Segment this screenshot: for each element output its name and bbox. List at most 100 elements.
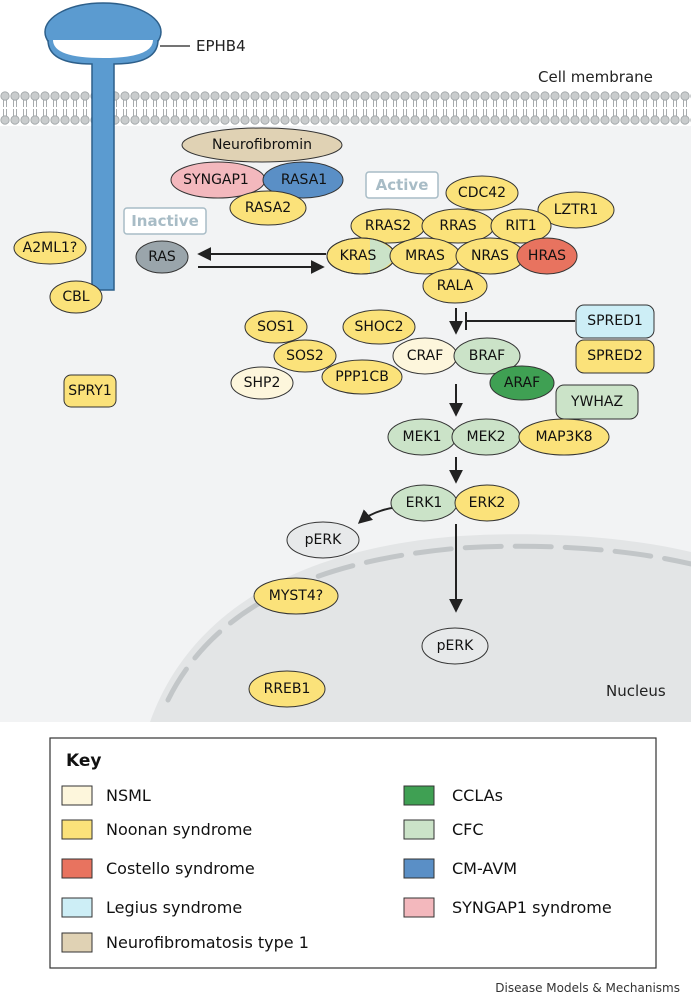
node-braf [453,337,521,375]
nuclear-envelope [165,543,691,703]
key-label-noonan: Noonan syndrome [106,820,252,839]
node-nras-label: NRAS [471,248,509,264]
node-shp2 [230,366,294,400]
node-myst4 [253,577,339,615]
node-spred2 [575,339,655,374]
key-label-cfc: CFC [452,820,484,839]
node-craf-label: CRAF [407,348,444,364]
ephb4-receptor [44,2,190,291]
node-perk-cytoplasm [286,521,360,559]
node-erk2 [454,484,520,522]
node-rasa1 [262,161,344,199]
node-perk-nucleus [421,627,489,665]
node-hras [516,237,578,275]
node-spred1-label: SPRED1 [587,313,643,329]
node-map3k8-label: MAP3K8 [535,429,592,445]
active-state-label: Active [376,176,429,194]
node-cdc42 [445,175,519,211]
node-sos1 [244,310,308,344]
active-state-box [365,171,439,199]
node-ywhaz-label: YWHAZ [570,394,623,410]
key-label-legius: Legius syndrome [106,898,242,917]
node-myst4-label: MYST4? [269,588,323,604]
key-swatch-syngap1 [403,897,435,918]
node-cdc42-label: CDC42 [458,185,506,201]
node-lztr1 [537,191,615,229]
key-label-costello: Costello syndrome [106,859,255,878]
node-a2ml1-label: A2ML1? [23,240,78,256]
membrane-label: Cell membrane [538,68,653,86]
nucleus-label: Nucleus [606,682,666,700]
node-braf-label: BRAF [469,348,505,364]
key-label-nf1: Neurofibromatosis type 1 [106,933,309,952]
key-panel: Key NSML Noonan syndrome Costello syndro… [49,737,657,969]
node-araf-label: ARAF [504,375,540,391]
node-erk1-label: ERK1 [406,495,443,511]
node-ppp1cb-label: PPP1CB [335,369,389,385]
node-syngap1-label: SYNGAP1 [183,172,249,188]
node-shoc2 [342,309,416,345]
node-rreb1 [248,670,326,708]
node-a2ml1 [13,231,87,265]
node-sos2-label: SOS2 [286,348,324,364]
node-map3k8 [518,418,610,456]
node-rala-label: RALA [437,278,474,294]
node-ras [135,240,189,274]
node-rasa1-label: RASA1 [281,172,327,188]
key-label-cmavm: CM-AVM [452,859,517,878]
node-rit1-label: RIT1 [505,218,536,234]
node-hras-label: HRAS [528,248,566,264]
cell-membrane [0,90,691,126]
node-ywhaz [555,384,639,420]
key-label-cclas: CCLAs [452,786,503,805]
node-spred2-label: SPRED2 [587,348,643,364]
node-rasa2-label: RASA2 [245,200,291,216]
key-swatch-noonan [61,819,93,840]
key-title: Key [66,751,102,771]
node-ppp1cb [321,359,403,395]
node-rras2-label: RRAS2 [365,218,411,234]
node-spry1 [63,374,117,408]
node-perk-nucleus-label: pERK [437,638,474,654]
node-neurofibromin [181,127,343,163]
key-label-syngap1: SYNGAP1 syndrome [452,898,612,917]
node-shoc2-label: SHOC2 [354,319,403,335]
ephb4-label: EPHB4 [196,37,246,55]
node-mras-label: MRAS [405,248,445,264]
node-mek1-label: MEK1 [402,429,441,445]
node-rreb1-label: RREB1 [264,681,311,697]
key-swatch-legius [61,897,93,918]
node-perk-cytoplasm-label: pERK [305,532,342,548]
inactive-state-box [123,207,207,235]
node-spry1-label: SPRY1 [68,383,112,399]
node-rasa2 [229,190,307,226]
node-kras-label: KRAS [340,248,377,264]
node-lztr1-label: LZTR1 [554,202,599,218]
key-swatch-cfc [403,819,435,840]
node-sos1-label: SOS1 [257,319,295,335]
key-label-nsml: NSML [106,786,151,805]
node-kras [326,237,396,275]
node-shp2-label: SHP2 [244,375,281,391]
inactive-state-label: Inactive [131,212,199,230]
node-neurofibromin-label: Neurofibromin [212,137,312,153]
node-ras-label: RAS [148,249,176,265]
key-swatch-cmavm [403,858,435,879]
node-erk2-label: ERK2 [469,495,506,511]
key-swatch-nsml [61,785,93,806]
node-mek2-label: MEK2 [466,429,505,445]
node-sos2 [273,339,337,373]
node-araf [489,365,555,401]
key-swatch-costello [61,858,93,879]
node-cbl [49,280,103,314]
journal-credit: Disease Models & Mechanisms [495,981,680,995]
node-rit1 [490,208,552,244]
node-rras-label: RRAS [439,218,476,234]
node-spred1 [575,304,655,339]
node-rala [422,268,488,304]
key-swatch-cclas [403,785,435,806]
node-cbl-label: CBL [62,289,89,305]
key-swatch-nf1 [61,932,93,953]
